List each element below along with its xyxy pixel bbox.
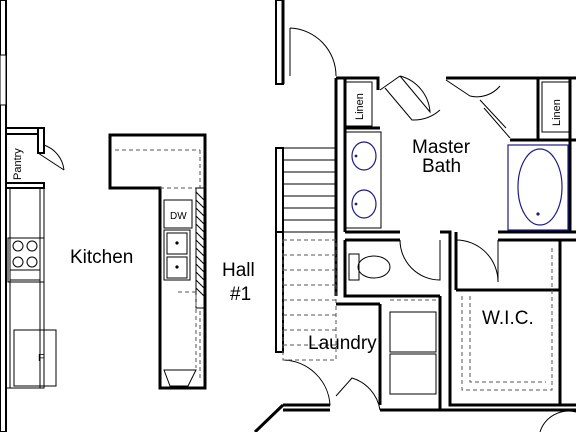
washer xyxy=(389,311,437,353)
master-bath xyxy=(344,131,569,281)
sink-lower xyxy=(351,189,377,219)
door-master-bath-right xyxy=(445,79,501,98)
linen-right-label: Linen xyxy=(551,99,563,126)
master-bath-label-line1: Master xyxy=(412,137,471,158)
dishwasher-label: DW xyxy=(170,211,187,222)
door-master-bath-left xyxy=(379,75,431,114)
laundry xyxy=(389,299,437,395)
vanity xyxy=(344,131,382,229)
kitchen-peninsula xyxy=(108,133,207,390)
hall-label-line1: Hall xyxy=(222,260,255,281)
hall-label-line2: #1 xyxy=(230,284,251,305)
pantry-label: Pantry xyxy=(12,148,24,180)
dryer xyxy=(389,353,437,395)
laundry-label: Laundry xyxy=(308,333,377,354)
walk-in-closet xyxy=(461,246,553,391)
toilet-bowl xyxy=(357,255,391,279)
door-toilet xyxy=(399,239,441,281)
door-bedroom xyxy=(289,27,337,77)
linen-left-closet xyxy=(344,81,373,127)
door-pantry xyxy=(37,144,65,171)
sink-upper xyxy=(351,141,377,171)
stairs-upper xyxy=(275,147,337,233)
toilet-tank xyxy=(348,253,360,281)
doors xyxy=(37,27,576,432)
dishwasher xyxy=(163,199,193,229)
door-bottom xyxy=(335,377,381,411)
kitchen-sink xyxy=(163,229,191,281)
stairs xyxy=(275,147,337,361)
door-laundry xyxy=(282,359,331,406)
wic-label: W.I.C. xyxy=(482,308,534,329)
door-wic xyxy=(455,239,499,283)
kitchen-left-counter xyxy=(5,187,45,389)
fridge xyxy=(13,329,57,387)
fridge-label: F xyxy=(38,353,44,364)
kitchen xyxy=(5,133,207,390)
kitchen-label: Kitchen xyxy=(70,247,133,268)
stove xyxy=(7,237,45,283)
master-bath-label-line2: Bath xyxy=(422,156,461,177)
labels: Kitchen Hall #1 Master Bath W.I.C. Laund… xyxy=(12,93,563,364)
linen-left-label: Linen xyxy=(354,93,366,120)
